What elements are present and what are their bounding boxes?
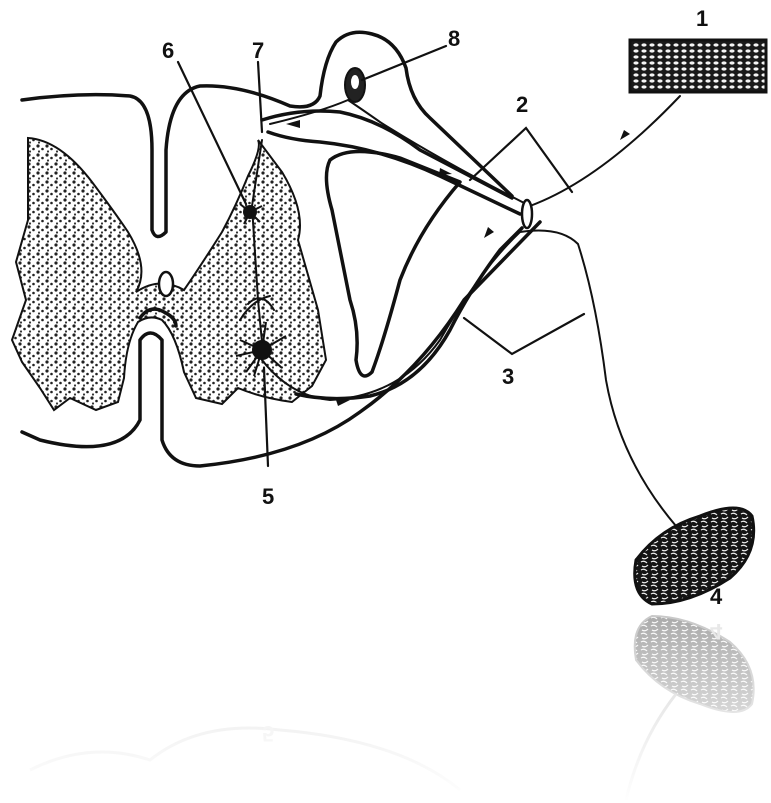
leader-7 [258,62,262,132]
skin-receptor [630,40,766,92]
flow-arrows [286,120,630,406]
label-6: 6 [162,38,174,63]
label-3: 3 [502,364,514,389]
leader-3 [464,314,584,354]
reflection-fade [0,612,771,803]
leader-8 [362,46,446,80]
label-7: 7 [252,38,264,63]
ventral-root [326,151,460,376]
ganglion-cell [351,75,359,89]
nerve-junction [522,200,532,228]
motor-fiber [262,231,676,527]
label-5: 5 [262,484,274,509]
label-8: 8 [448,26,460,51]
dorsal-root-inner [268,132,520,214]
label-4: 4 [710,584,723,609]
leader-6 [178,62,246,204]
muscle-effector [635,508,754,604]
central-canal [159,272,173,296]
label-1: 1 [696,6,708,31]
label-2: 2 [516,92,528,117]
